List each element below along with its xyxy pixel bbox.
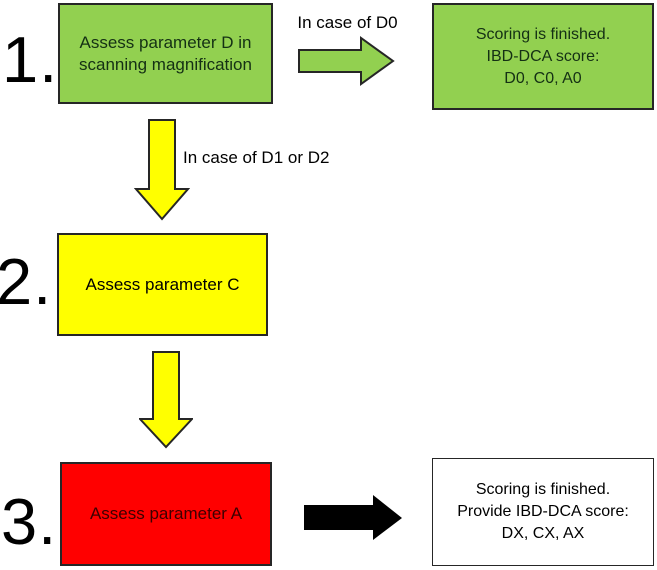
result-box-scoring-finished-d0: Scoring is finished. IBD-DCA score: D0, … bbox=[432, 3, 654, 110]
step-2-box-assess-parameter-c: Assess parameter C bbox=[57, 233, 268, 336]
down-arrow-yellow-2-icon bbox=[139, 351, 193, 449]
down-arrow-yellow-1-shape bbox=[134, 119, 190, 221]
step-number-3: 3. bbox=[1, 485, 58, 558]
edge-label-case-d1-or-d2: In case of D1 or D2 bbox=[183, 148, 330, 167]
right-arrow-green-icon bbox=[298, 36, 395, 86]
step-number-1: 1. bbox=[2, 23, 59, 96]
result-box-scoring-finished-dx: Scoring is finished. Provide IBD-DCA sco… bbox=[432, 458, 654, 566]
right-arrow-green-shape bbox=[298, 36, 395, 86]
down-arrow-yellow-1-icon bbox=[134, 119, 190, 221]
step-1-box-assess-parameter-d: Assess parameter D in scanning magnifica… bbox=[58, 3, 273, 104]
right-arrow-black-icon bbox=[304, 495, 402, 540]
step-3-box-assess-parameter-a: Assess parameter A bbox=[60, 462, 272, 566]
right-arrow-black-shape bbox=[304, 495, 402, 540]
step-number-2: 2. bbox=[0, 245, 53, 318]
edge-label-case-d0: In case of D0 bbox=[297, 13, 398, 32]
down-arrow-yellow-2-shape bbox=[139, 351, 193, 449]
